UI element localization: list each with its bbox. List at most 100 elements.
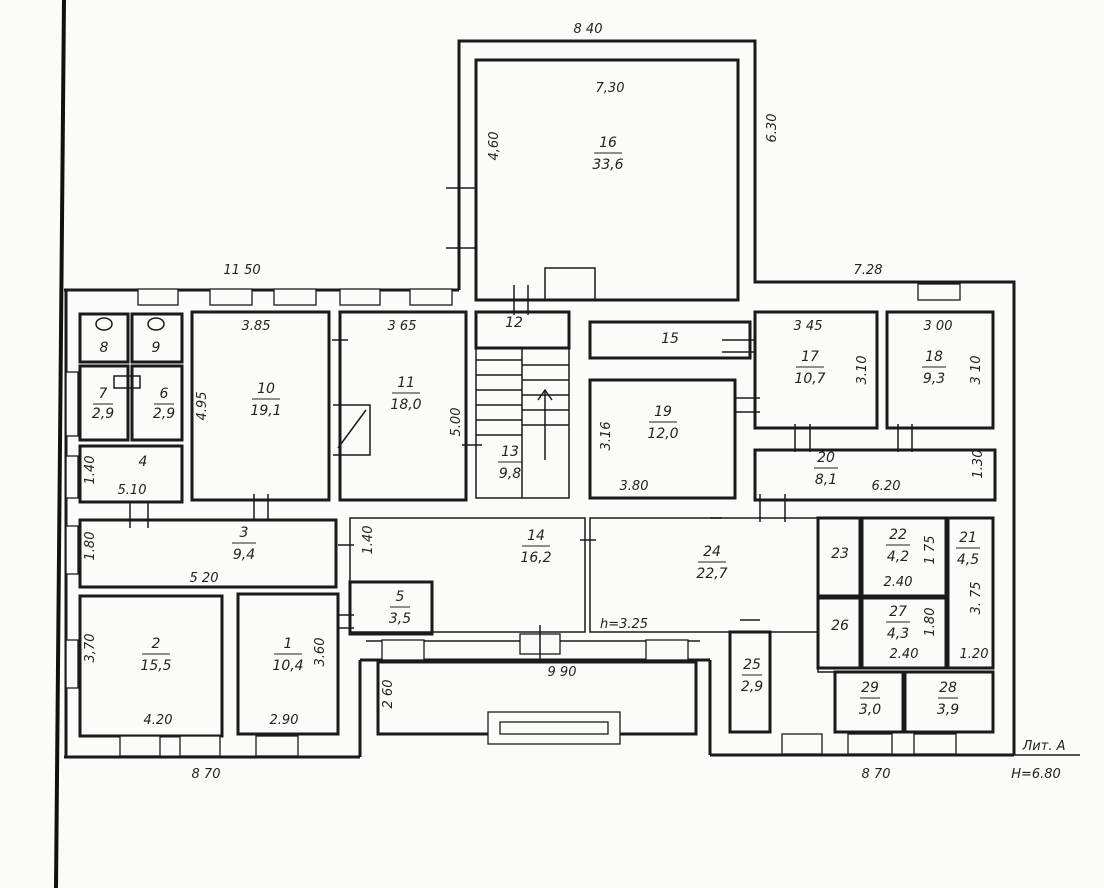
room-label-23: 23 xyxy=(831,546,849,562)
room-number: 7 xyxy=(99,386,108,402)
dim-2-90: 2.90 xyxy=(270,713,299,728)
dim-7-30: 7,30 xyxy=(596,81,625,96)
room-number: 6 xyxy=(160,386,169,402)
room-label-13: 13 9,8 xyxy=(498,444,522,482)
room-area: 18,0 xyxy=(390,397,421,413)
sanitary-fixtures xyxy=(95,317,165,389)
room-label-1: 1 10,4 xyxy=(272,636,303,674)
room-label-15: 15 xyxy=(661,331,679,347)
dim-9-90: 9 90 xyxy=(548,665,577,680)
room-number: 10 xyxy=(257,381,275,397)
room-number: 19 xyxy=(654,404,672,420)
dim-5-10: 5.10 xyxy=(118,483,147,498)
height-label: Н=6.80 xyxy=(1011,767,1061,782)
room-7-outline xyxy=(78,364,130,442)
room-number: 5 xyxy=(396,589,405,605)
room-25-outline xyxy=(728,630,772,734)
room-area: 2,9 xyxy=(741,679,763,695)
room-area: 10,7 xyxy=(794,371,825,387)
room-label-2: 2 15,5 xyxy=(140,636,171,674)
room-label-28: 28 3,9 xyxy=(937,680,959,718)
room-16-outline xyxy=(474,58,740,302)
dimension-labels: 8 40 7,30 6.30 4,60 11 50 7.28 3.85 3 65… xyxy=(83,22,988,782)
room-area: 2,9 xyxy=(92,406,114,422)
room-number: 3 xyxy=(240,525,249,541)
room-27-outline xyxy=(860,596,948,670)
dim-2-60: 2 60 xyxy=(381,680,396,709)
room-number: 20 xyxy=(817,450,835,466)
room-area: 3,9 xyxy=(937,702,959,718)
room-area: 4,2 xyxy=(887,549,909,565)
room-number: 16 xyxy=(599,135,617,151)
room-label-24: 24 22,7 xyxy=(696,544,727,582)
room-28-outline xyxy=(903,670,995,734)
dim-1-40-a: 1.40 xyxy=(83,456,98,485)
litera-label: Лит. А xyxy=(1022,739,1066,754)
room-labels: 16 33,6 8 9 7 2,9 6 2,9 4 10 19,1 11 xyxy=(92,135,980,718)
room-area: 10,4 xyxy=(272,658,303,674)
room-number: 15 xyxy=(661,331,679,347)
dim-2-40-b: 2.40 xyxy=(890,647,919,662)
dim-3-60: 3.60 xyxy=(313,638,328,667)
dim-4-60: 4,60 xyxy=(487,132,502,161)
room-label-27: 27 4,3 xyxy=(886,604,910,642)
room-label-21: 21 4,5 xyxy=(956,530,980,568)
toilet-icon xyxy=(147,317,165,331)
room-number: 1 xyxy=(284,636,293,652)
plan-metadata: Лит. А Н=6.80 xyxy=(1011,739,1065,782)
room-label-22: 22 4,2 xyxy=(886,527,910,565)
room-9-outline xyxy=(130,312,184,364)
room-number: 23 xyxy=(831,546,849,562)
dim-1-80-a: 1.80 xyxy=(83,532,98,561)
room-number: 14 xyxy=(527,528,545,544)
room-area: 3,5 xyxy=(389,611,411,627)
room-number: 13 xyxy=(501,444,519,460)
dim-5-20: 5 20 xyxy=(190,571,219,586)
dim-3-45: 3 45 xyxy=(794,319,823,334)
dim-4-20: 4.20 xyxy=(144,713,173,728)
room-area: 4,5 xyxy=(957,552,979,568)
dim-3-85: 3.85 xyxy=(242,319,271,334)
dim-1-40-b: 1.40 xyxy=(361,526,376,555)
room-number: 2 xyxy=(152,636,161,652)
dim-1-20: 1.20 xyxy=(960,647,989,662)
room-area: 3,0 xyxy=(859,702,881,718)
room-22-outline xyxy=(860,516,948,598)
room-area: 8,1 xyxy=(815,472,837,488)
dim-1-30: 1.30 xyxy=(971,450,986,479)
room-number: 28 xyxy=(939,680,957,696)
room-area: 16,2 xyxy=(520,550,551,566)
room-21-outline xyxy=(946,516,995,670)
dim-11-50: 11 50 xyxy=(223,263,260,278)
room-number: 18 xyxy=(925,349,943,365)
room-number: 12 xyxy=(505,315,523,331)
room-18-outline xyxy=(885,310,995,430)
room-area: 15,5 xyxy=(140,658,171,674)
room-number: 22 xyxy=(889,527,907,543)
room-label-5: 5 3,5 xyxy=(389,589,411,627)
binding-edge-line xyxy=(54,0,66,888)
room-number: 26 xyxy=(831,618,849,634)
room-number: 29 xyxy=(861,680,879,696)
sink-icon xyxy=(113,375,141,389)
room-number: 21 xyxy=(959,530,977,546)
room-label-4: 4 xyxy=(139,454,148,470)
room-8-outline xyxy=(78,312,130,364)
room-number: 11 xyxy=(397,375,415,391)
dim-3-00: 3 00 xyxy=(924,319,953,334)
room-17-outline xyxy=(753,310,879,430)
room-area: 4,3 xyxy=(887,626,909,642)
dim-6-30: 6.30 xyxy=(765,114,780,143)
dim-1-75: 1 75 xyxy=(923,536,938,565)
dim-3-80: 3.80 xyxy=(620,479,649,494)
room-11-outline xyxy=(338,310,468,502)
room-label-9: 9 xyxy=(152,340,161,356)
dim-2-40-a: 2.40 xyxy=(884,575,913,590)
room-label-19: 19 12,0 xyxy=(647,404,678,442)
room-area: 19,1 xyxy=(250,403,281,419)
room-number: 9 xyxy=(152,340,161,356)
room-label-18: 18 9,3 xyxy=(922,349,946,387)
room-label-17: 17 10,7 xyxy=(794,349,825,387)
room-area: 9,8 xyxy=(499,466,521,482)
room-label-14: 14 16,2 xyxy=(520,528,551,566)
